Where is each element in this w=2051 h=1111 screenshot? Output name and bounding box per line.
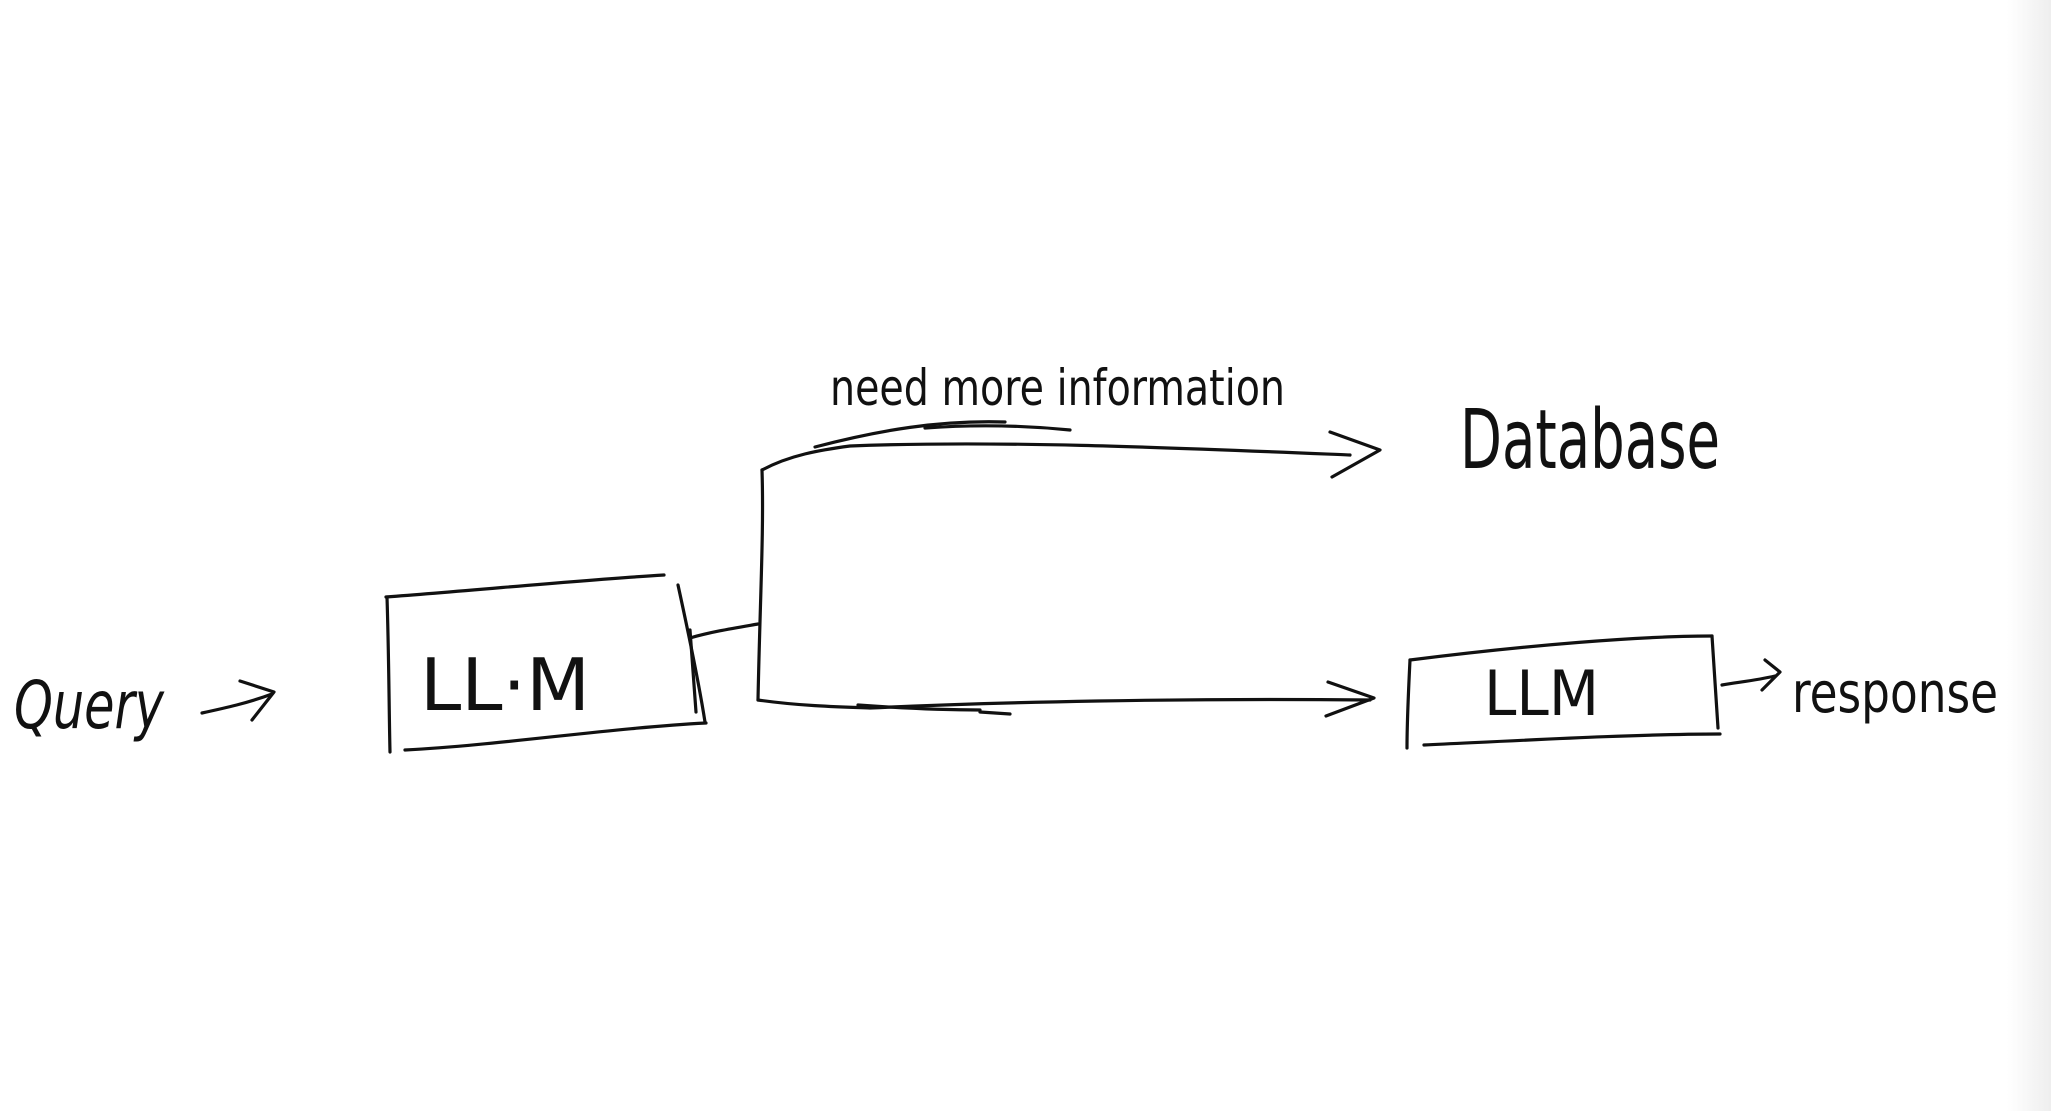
first-llm-box — [384, 573, 708, 754]
upper-branch-arrow — [760, 420, 1382, 479]
response-label: response — [1792, 661, 1998, 726]
lower-branch-arrow — [756, 680, 1376, 718]
need-more-information-label: need more information — [830, 359, 1285, 417]
response-arrow — [1720, 658, 1782, 692]
second-llm-box — [1405, 634, 1722, 750]
llm-to-branch-line — [688, 622, 760, 640]
first-llm-label: LL·M — [420, 643, 590, 727]
second-llm-label: LLM — [1484, 657, 1599, 730]
database-label: Database — [1460, 393, 1720, 488]
page-edge-shadow — [2007, 0, 2051, 1111]
branch-vertical-line — [756, 468, 765, 702]
query-label: Query — [14, 667, 165, 744]
query-arrow — [200, 679, 276, 722]
